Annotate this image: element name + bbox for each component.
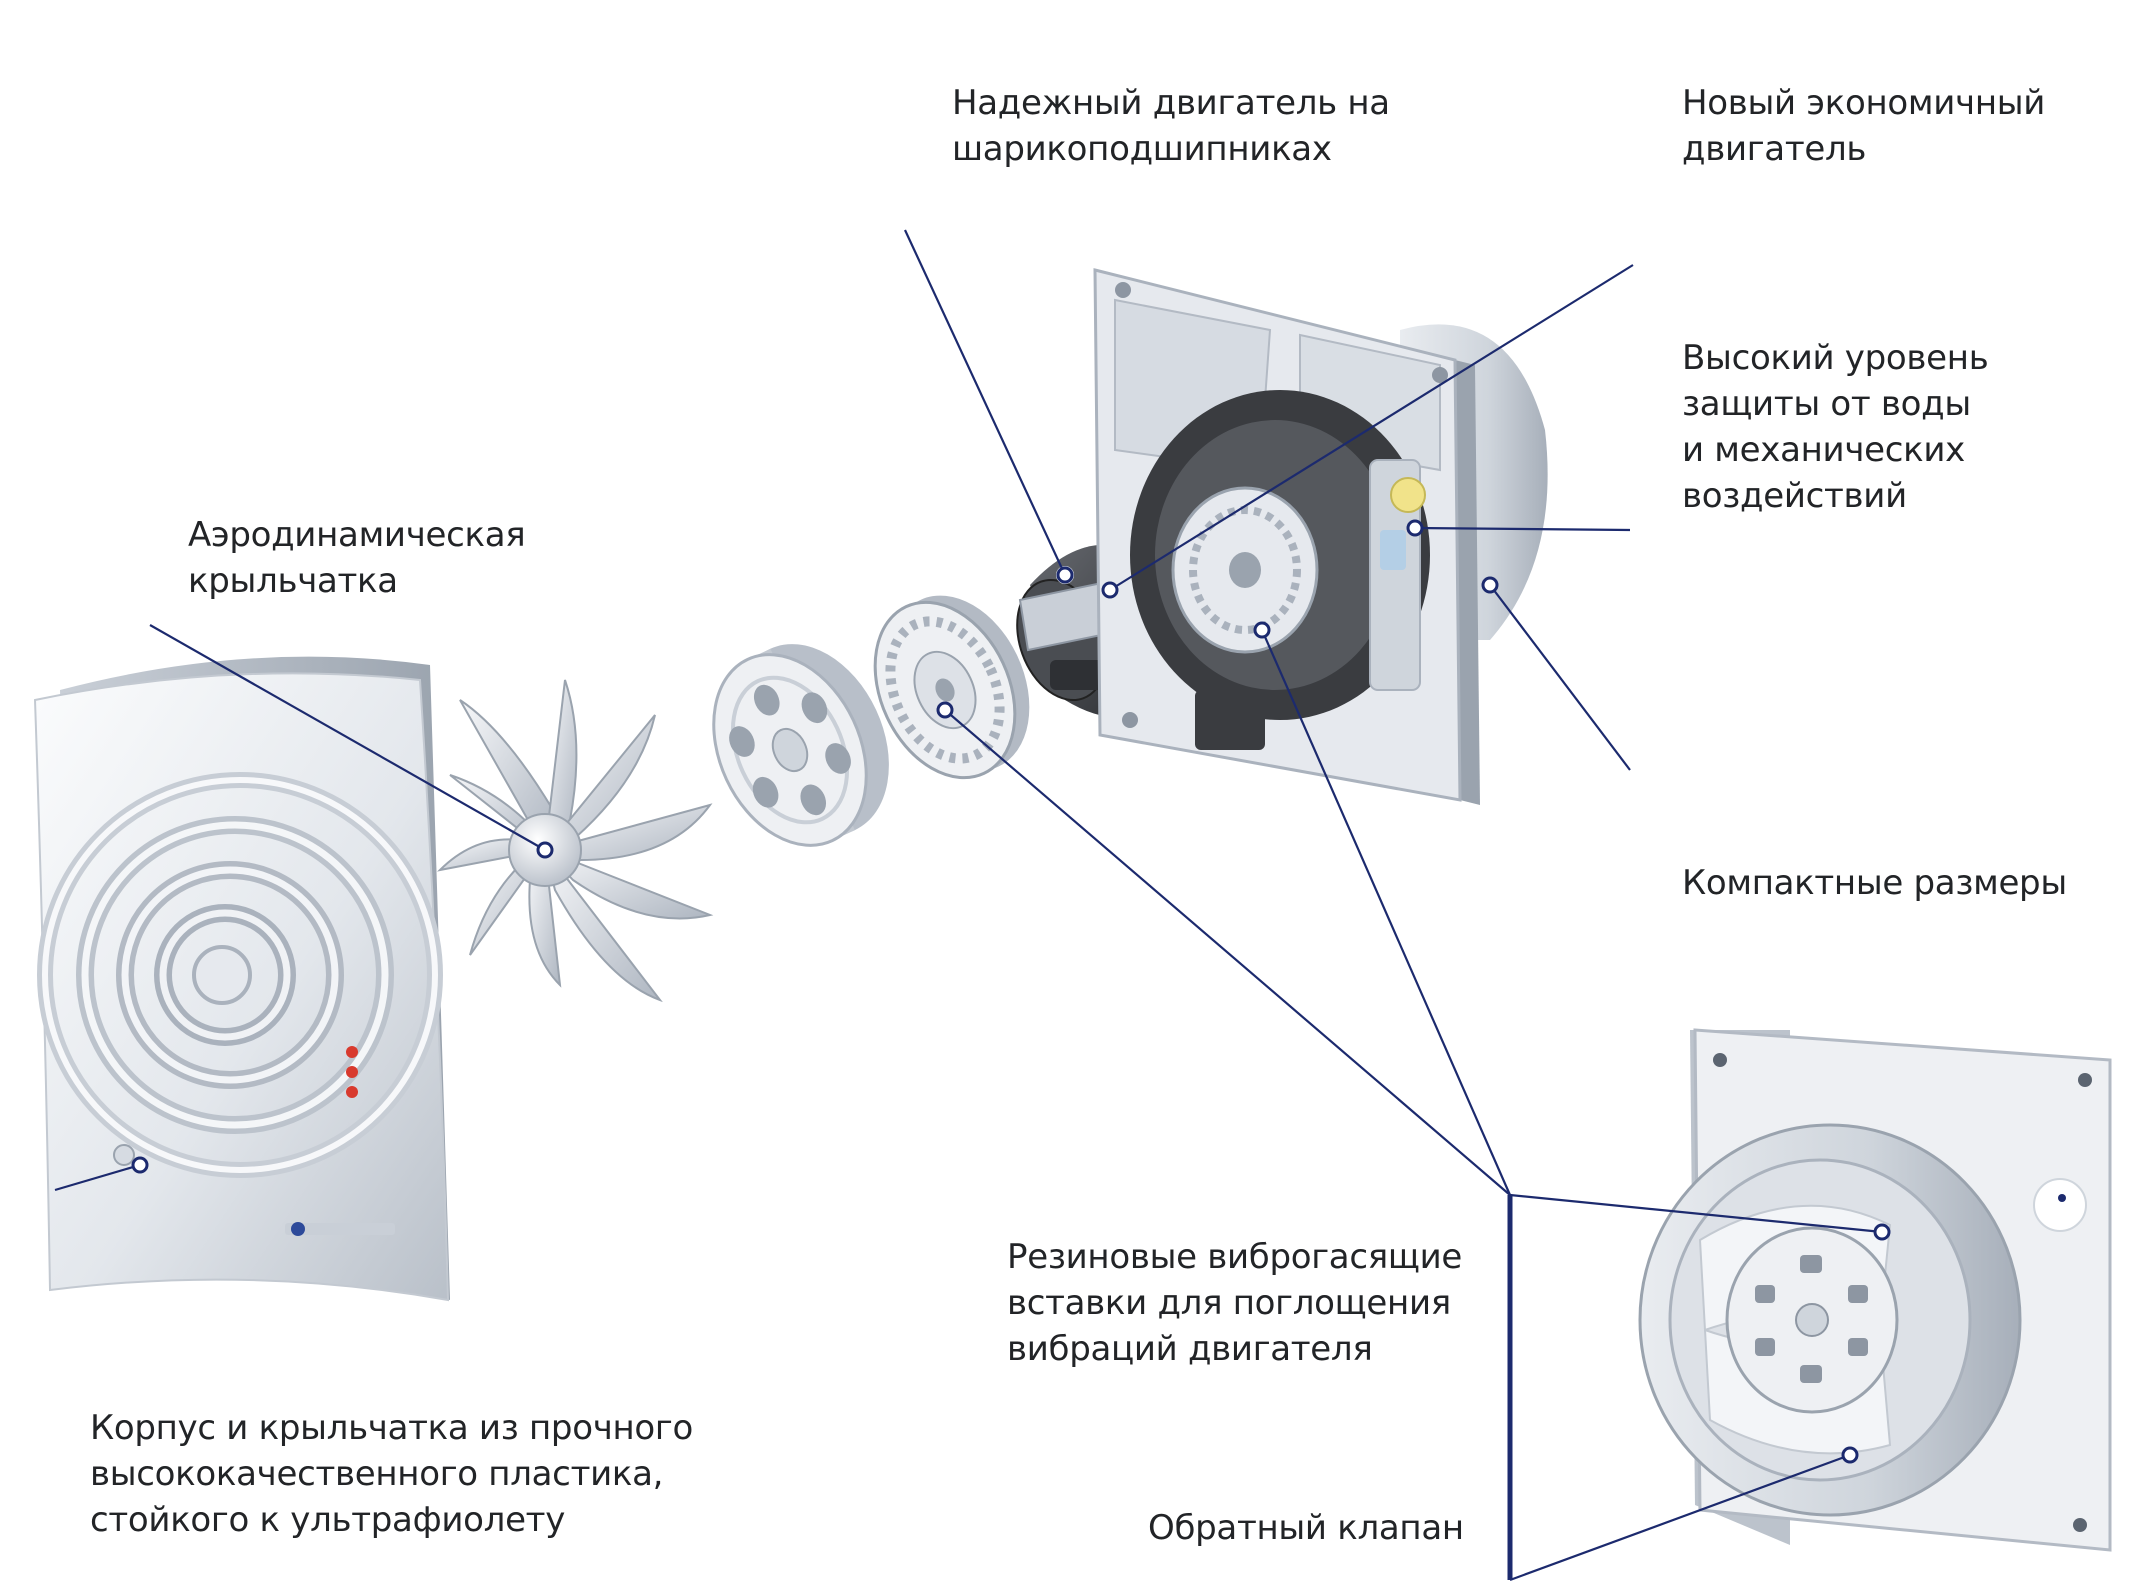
leader-lines	[52, 20, 1883, 1590]
label-line: Корпус и крыльчатка из прочного	[90, 1408, 693, 1448]
label-line: воздействий	[1682, 476, 1907, 516]
assembled-fan-icon	[1638, 1028, 2112, 1552]
label-line: вставки для поглощения	[1007, 1283, 1451, 1323]
impeller-icon	[436, 679, 714, 1003]
anchor-dots	[131, 519, 1891, 1464]
label-line: Компактные размеры	[1682, 863, 2067, 903]
label-line: Аэродинамическая	[188, 515, 526, 555]
label-line: стойкого к ультрафиолету	[90, 1500, 566, 1540]
label-line: Надежный двигатель на	[952, 83, 1390, 123]
label-line: вибраций двигателя	[1007, 1329, 1373, 1369]
label-economy-motor: Новый экономичный двигатель	[1682, 80, 2045, 172]
label-line: высококачественного пластика,	[90, 1454, 664, 1494]
label-rubber-inserts: Резиновые виброгасящие вставки для погло…	[1007, 1234, 1462, 1372]
motor-hub-icon	[712, 644, 889, 847]
label-bearing-motor: Надежный двигатель на шарикоподшипниках	[952, 80, 1390, 172]
label-impeller: Аэродинамическая крыльчатка	[188, 512, 526, 604]
label-housing-plastic: Корпус и крыльчатка из прочного высокока…	[90, 1405, 693, 1543]
label-line: крыльчатка	[188, 561, 398, 601]
label-line: шарикоподшипниках	[952, 129, 1332, 169]
vibration-insert-icon	[873, 595, 1030, 780]
label-line: Обратный клапан	[1148, 1508, 1464, 1548]
label-line: защиты от воды	[1682, 384, 1971, 424]
fan-housing-icon	[1093, 268, 1548, 805]
label-line: и механических	[1682, 430, 1966, 470]
label-line: Новый экономичный	[1682, 83, 2046, 123]
label-line: двигатель	[1682, 129, 1867, 169]
label-line: Высокий уровень	[1682, 338, 1989, 378]
label-water-protection: Высокий уровень защиты от воды и механич…	[1682, 335, 1989, 519]
front-panel-icon	[33, 656, 450, 1302]
label-compact: Компактные размеры	[1682, 860, 2067, 906]
label-check-valve: Обратный клапан	[1148, 1505, 1464, 1551]
label-line: Резиновые виброгасящие	[1007, 1237, 1463, 1277]
